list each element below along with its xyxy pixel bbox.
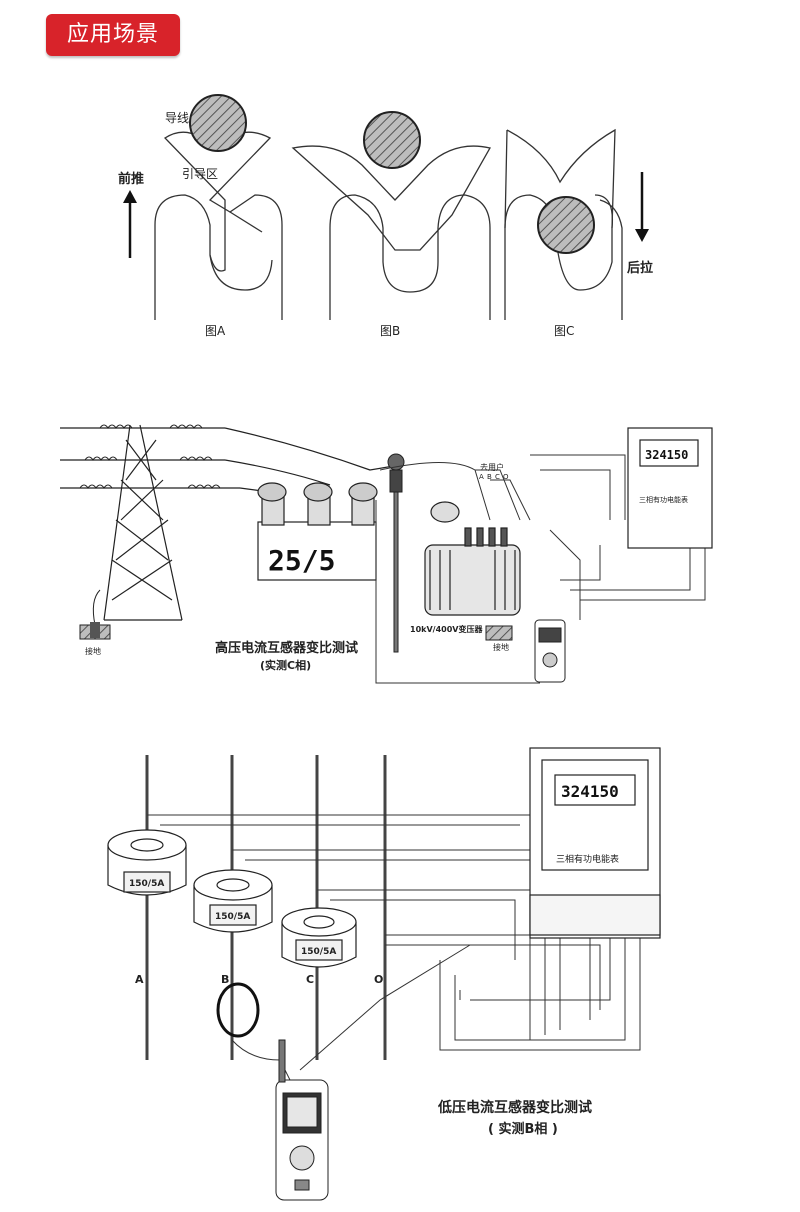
- hv-test-title: 高压电流互感器变比测试: [215, 640, 358, 656]
- ct-label-b: 150/5A: [215, 912, 250, 922]
- transformer: [424, 501, 521, 616]
- phase-b-label: B: [487, 473, 492, 481]
- lv-flexible-clamp: [216, 982, 260, 1038]
- clamp-figure-a: [154, 94, 283, 320]
- phase-a-label: A: [479, 473, 484, 481]
- lv-ct-a: [107, 829, 187, 896]
- clamp-meter-probe: [387, 453, 405, 653]
- power-lines: [79, 424, 401, 493]
- clamp-figure-b: [291, 111, 491, 320]
- pull-arrow-icon: [635, 172, 649, 242]
- guide-zone-label: 引导区: [182, 167, 218, 181]
- wiring-hv: [375, 454, 706, 684]
- ground-left-label: 接地: [85, 646, 101, 656]
- clamp-figure-c: [504, 128, 623, 320]
- lv-test-subtitle: ( 实测B相 ): [488, 1121, 558, 1137]
- pull-label: 后拉: [627, 260, 653, 276]
- wire-label: 导线: [165, 111, 189, 125]
- lv-test-title: 低压电流互感器变比测试: [437, 1099, 592, 1116]
- push-label: 前推: [118, 171, 144, 187]
- lv-handheld-tester: [275, 1039, 329, 1201]
- figure-c-caption: 图C: [554, 324, 574, 338]
- phase-o-label: O: [503, 473, 509, 481]
- users-label: 去用户: [480, 462, 504, 472]
- lv-phase-a-label: A: [135, 973, 144, 986]
- lv-phase-b-label: B: [221, 973, 229, 986]
- lv-energy-meter: [529, 747, 661, 939]
- lv-meter-label: 三相有功电能表: [556, 853, 619, 865]
- high-voltage-ct-unit: [257, 482, 378, 581]
- ct-ratio-label: 25/5: [268, 544, 335, 577]
- lv-meter-reading: 324150: [561, 782, 619, 801]
- lv-phase-o-label: O: [374, 973, 383, 986]
- figure-a-caption: 图A: [205, 324, 226, 338]
- lv-phase-c-label: C: [306, 973, 314, 986]
- lv-ct-c: [281, 907, 357, 968]
- hv-energy-meter: [627, 427, 713, 549]
- transmission-tower: [60, 424, 240, 621]
- ground-right-label: 接地: [493, 642, 509, 652]
- ct-label-c: 150/5A: [301, 947, 336, 957]
- hv-meter-label: 三相有功电能表: [639, 495, 688, 504]
- ground-left: [79, 589, 111, 640]
- ct-label-a: 150/5A: [129, 879, 164, 889]
- phase-c-label: C: [495, 473, 500, 481]
- hv-handheld-tester: [534, 619, 566, 683]
- section-title-badge: 应用场景: [46, 14, 180, 56]
- figure-b-caption: 图B: [380, 324, 400, 338]
- hv-test-subtitle: (实测C相): [260, 658, 311, 672]
- hv-meter-reading: 324150: [645, 448, 688, 462]
- transformer-label: 10kV/400V变压器: [410, 624, 483, 634]
- lv-ct-b: [193, 869, 273, 933]
- push-arrow-icon: [123, 190, 137, 258]
- ground-right: [485, 625, 513, 641]
